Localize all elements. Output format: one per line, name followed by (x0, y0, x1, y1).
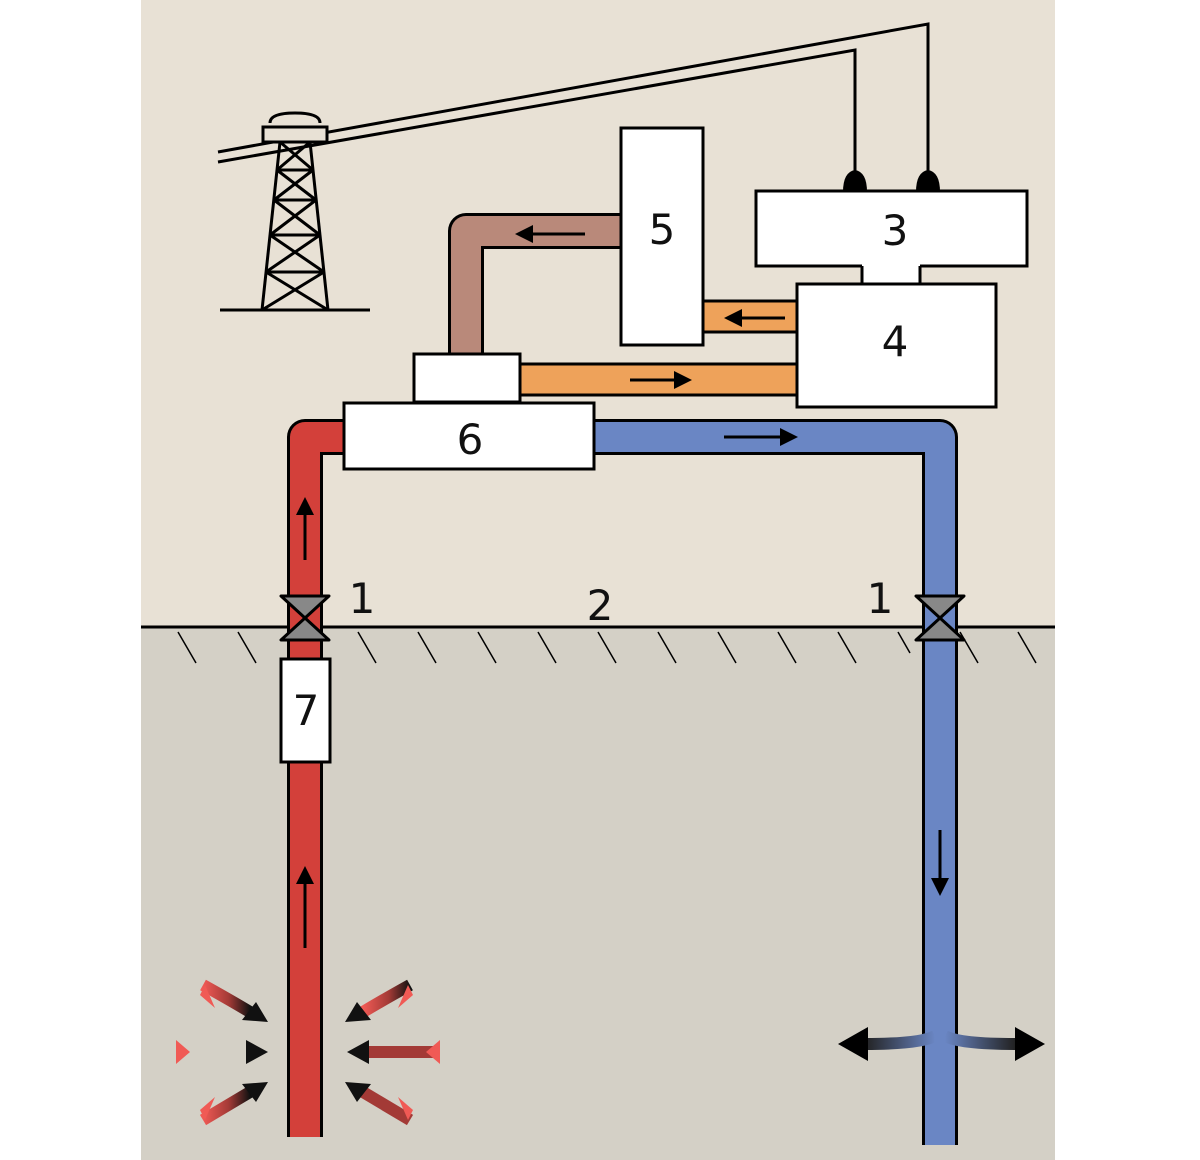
label-5: 5 (649, 205, 676, 254)
heat-inflow-arrow-icon (347, 1040, 440, 1064)
label-4: 4 (882, 317, 909, 366)
downhole-pump: 7 (279, 657, 332, 764)
flow-arrow-icon (931, 830, 949, 896)
working-fluid-return-pipe (448, 213, 622, 355)
flow-arrow-icon (296, 866, 314, 948)
heat-inflow-arrow-icon (199, 1082, 268, 1126)
label-3: 3 (882, 206, 909, 255)
ground-hatching (177, 631, 1037, 664)
underground-area (141, 627, 1055, 1160)
generator-shaft (862, 262, 920, 286)
outflow-arrow-icon (942, 1027, 1045, 1061)
heat-inflow-arrow-icon (345, 1082, 414, 1126)
flow-arrow-icon (515, 225, 585, 243)
label-1-left: 1 (349, 574, 376, 623)
flow-arrow-icon (630, 371, 692, 389)
power-lines (217, 22, 930, 176)
heat-inflow-arrow-icon (200, 979, 268, 1022)
valve-icon (914, 594, 966, 642)
label-7: 7 (293, 686, 320, 735)
flow-arrow-icon (296, 497, 314, 560)
generator-terminals (843, 170, 940, 192)
injection-well-pipe (593, 419, 958, 1145)
generator: 3 (754, 189, 1029, 268)
outflow-arrow-icon (838, 1027, 938, 1061)
valve-icon (279, 594, 331, 642)
turbine: 4 (795, 282, 998, 409)
label-6: 6 (457, 415, 484, 464)
heat-exchanger: 6 (342, 401, 596, 471)
transmission-tower-icon (220, 111, 370, 312)
label-2: 2 (587, 581, 614, 630)
feed-pump (412, 352, 522, 404)
flow-arrow-icon (724, 309, 785, 327)
label-1-right: 1 (867, 574, 894, 623)
heat-inflow-arrow-icon (176, 1040, 268, 1064)
heat-inflow-arrow-icon (345, 979, 413, 1022)
flow-arrow-icon (724, 428, 798, 446)
condenser: 5 (619, 126, 705, 347)
